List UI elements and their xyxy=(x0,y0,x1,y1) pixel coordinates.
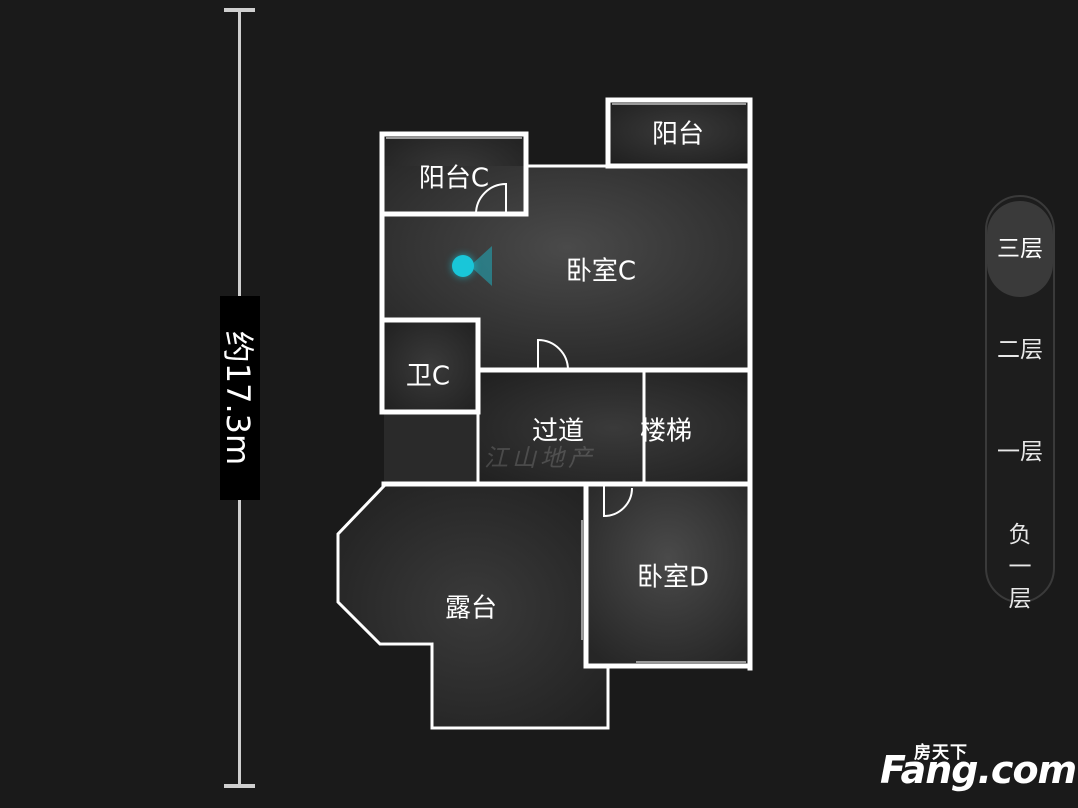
door-bedroom-c xyxy=(537,338,569,371)
room-label-stairs[interactable]: 楼梯 xyxy=(639,416,693,447)
floor-item-1f[interactable]: 一层 xyxy=(997,439,1043,465)
room-fills xyxy=(338,100,750,728)
windows xyxy=(386,103,746,663)
floor-item-b1[interactable]: 负一层 xyxy=(1008,522,1032,612)
wall-terrace xyxy=(336,483,610,730)
floor-selector: 三层 二层 一层 负一层 xyxy=(985,195,1055,612)
view-direction-cone xyxy=(470,246,492,286)
scale-ruler-bottom-cap xyxy=(224,784,255,788)
room-label-terrace[interactable]: 露台 xyxy=(444,593,498,624)
room-fill-hallway xyxy=(478,372,750,484)
viewpoint-marker[interactable] xyxy=(452,255,474,277)
logo-subtitle: 房天下 xyxy=(914,743,968,763)
room-fill-closet xyxy=(384,412,478,484)
floor-item-3f[interactable]: 三层 xyxy=(987,201,1053,297)
wall-bath-c xyxy=(379,317,481,415)
room-fill-bath-c xyxy=(384,320,478,412)
room-fill-bedroom-d xyxy=(586,486,750,666)
watermark: 江山地产 xyxy=(484,444,596,472)
floor-item-2f[interactable]: 二层 xyxy=(997,337,1043,363)
walls xyxy=(336,97,753,730)
room-fill-terrace xyxy=(338,486,608,728)
door-bedroom-d xyxy=(603,486,633,518)
room-label-hallway[interactable]: 过道 xyxy=(531,416,585,447)
room-fill-balcony xyxy=(608,100,750,162)
room-label-bedroom-c[interactable]: 卧室C xyxy=(565,256,637,287)
doors xyxy=(475,182,633,518)
scale-label-box: 约17.3m xyxy=(219,296,260,500)
fang-logo: 房天下 Fang.com xyxy=(880,738,1077,794)
logo-wordmark: Fang.com xyxy=(880,748,1077,792)
room-label-balcony[interactable]: 阳台 xyxy=(651,119,705,150)
room-label-bath-c[interactable]: 卫C xyxy=(405,361,451,392)
door-balcony-c xyxy=(475,182,507,215)
room-label-balcony-c[interactable]: 阳台C xyxy=(418,163,490,194)
room-label-bedroom-d[interactable]: 卧室D xyxy=(636,562,710,593)
scale-ruler-top-cap xyxy=(224,8,255,12)
